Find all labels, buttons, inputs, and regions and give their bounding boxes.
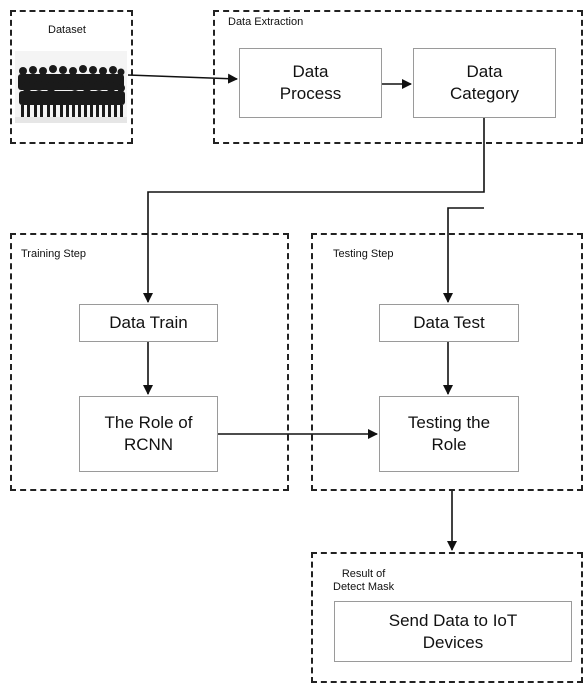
data-test-label: Data Test [413,313,485,332]
crowd-silhouette-icon [15,51,127,123]
result-group [311,552,583,683]
testing-the-role-box: Testing the Role [379,396,519,472]
data-category-label: Data Category [450,62,519,103]
crowd-silhouette-image [15,51,127,123]
testing-step-group-title: Testing Step [333,248,394,260]
data-process-label: Data Process [279,62,342,103]
training-step-group-title: Training Step [21,248,87,260]
data-extraction-group-title: Data Extraction [228,16,304,28]
data-train-label: Data Train [109,313,188,332]
result-group-title: Result of Detect Mask [333,568,395,593]
role-of-rcnn-box: The Role of RCNN [79,396,218,472]
role-of-rcnn-label: The Role of RCNN [104,413,193,454]
data-process-box: Data Process [239,48,382,118]
testing-the-role-label: Testing the Role [407,413,491,454]
send-data-iot-box: Send Data to IoT Devices [334,601,572,662]
dataset-group-title: Dataset [48,24,86,36]
data-test-box: Data Test [379,304,519,342]
send-data-iot-label: Send Data to IoT Devices [388,610,518,652]
data-category-box: Data Category [413,48,556,118]
data-train-box: Data Train [79,304,218,342]
